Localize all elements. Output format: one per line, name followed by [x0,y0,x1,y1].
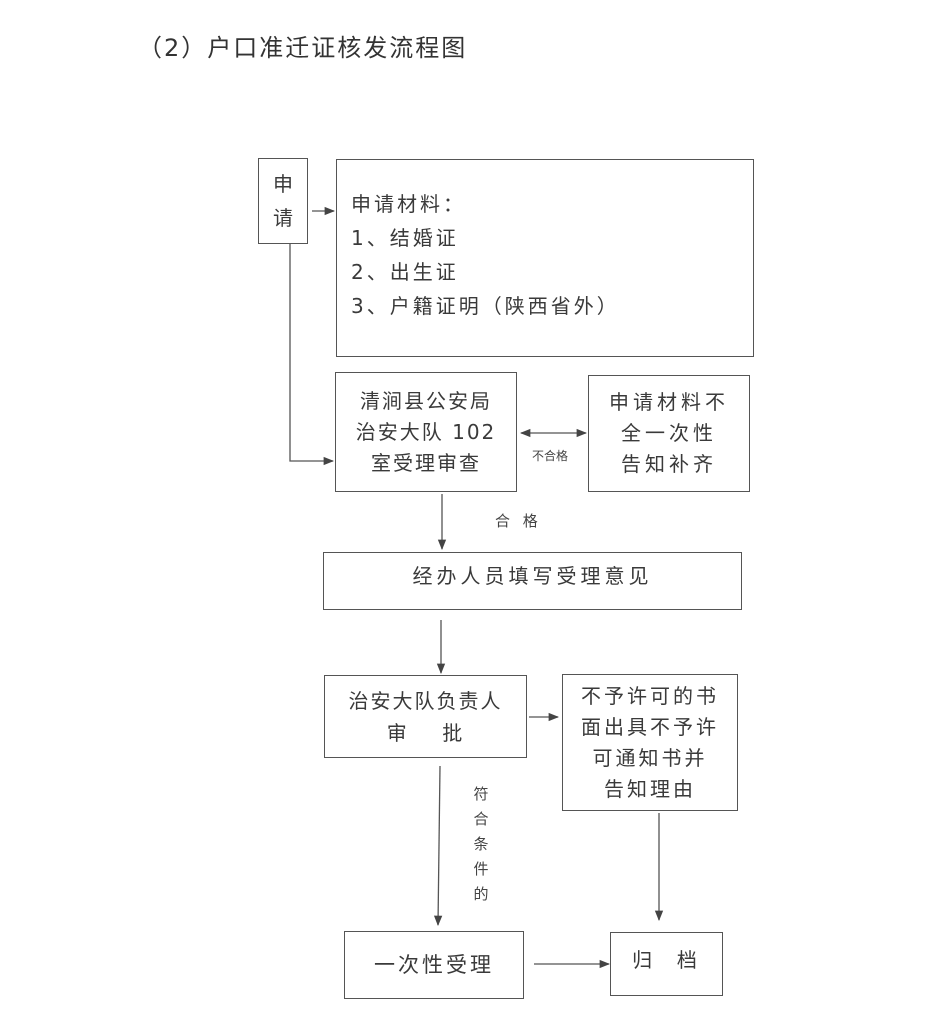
node-deny: 不予许可的书 面出具不予许 可通知书并 告知理由 [562,674,738,811]
edge-label-unqualified: 不合格 [532,449,569,463]
node-text: 面出具不予许 [581,714,719,739]
node-text: 请 [273,206,293,230]
node-incomplete: 申请材料不 全一次性 告知补齐 [588,375,750,492]
node-text: 经办人员填写受理意见 [412,564,653,588]
node-text: 室受理审查 [371,450,481,475]
node-text: 申 [273,172,293,196]
edge-label-eligible: 符合条件的 [473,785,489,903]
edge-approve-accept [433,765,443,927]
node-text: 1、结婚证 [351,226,459,250]
node-text: 申请材料不 [609,390,729,414]
node-text: 治安大队负责人 [348,688,503,713]
node-text: 治安大队 102 [355,419,497,444]
node-text: 审 批 [386,720,465,745]
node-text: 2、出生证 [351,260,459,284]
node-review: 清涧县公安局 治安大队 102 室受理审查 [335,372,517,492]
node-apply: 申 请 [258,158,308,244]
node-text: 申请材料： [351,192,466,216]
node-text: 清涧县公安局 [360,388,492,413]
node-text: 不予许可的书 [581,683,719,708]
node-approve: 治安大队负责人 审 批 [324,675,527,758]
node-text: 一次性受理 [374,952,494,977]
edge-apply-review [289,244,335,466]
node-text: 3、户籍证明（陕西省外） [351,294,620,318]
node-fill-opinion: 经办人员填写受理意见 [323,552,742,610]
node-text: 告知理由 [604,776,696,801]
node-text: 可通知书并 [592,745,708,770]
page-title: （2）户口准迁证核发流程图 [138,34,468,62]
node-text: 归 档 [632,948,701,972]
node-text: 全一次性 [621,421,717,445]
edge-label-qualified: 合 格 [495,512,542,530]
node-accept: 一次性受理 [344,931,524,999]
node-archive: 归 档 [610,932,723,996]
node-materials: 申请材料： 1、结婚证 2、出生证 3、户籍证明（陕西省外） [336,159,754,357]
node-text: 告知补齐 [621,452,717,476]
